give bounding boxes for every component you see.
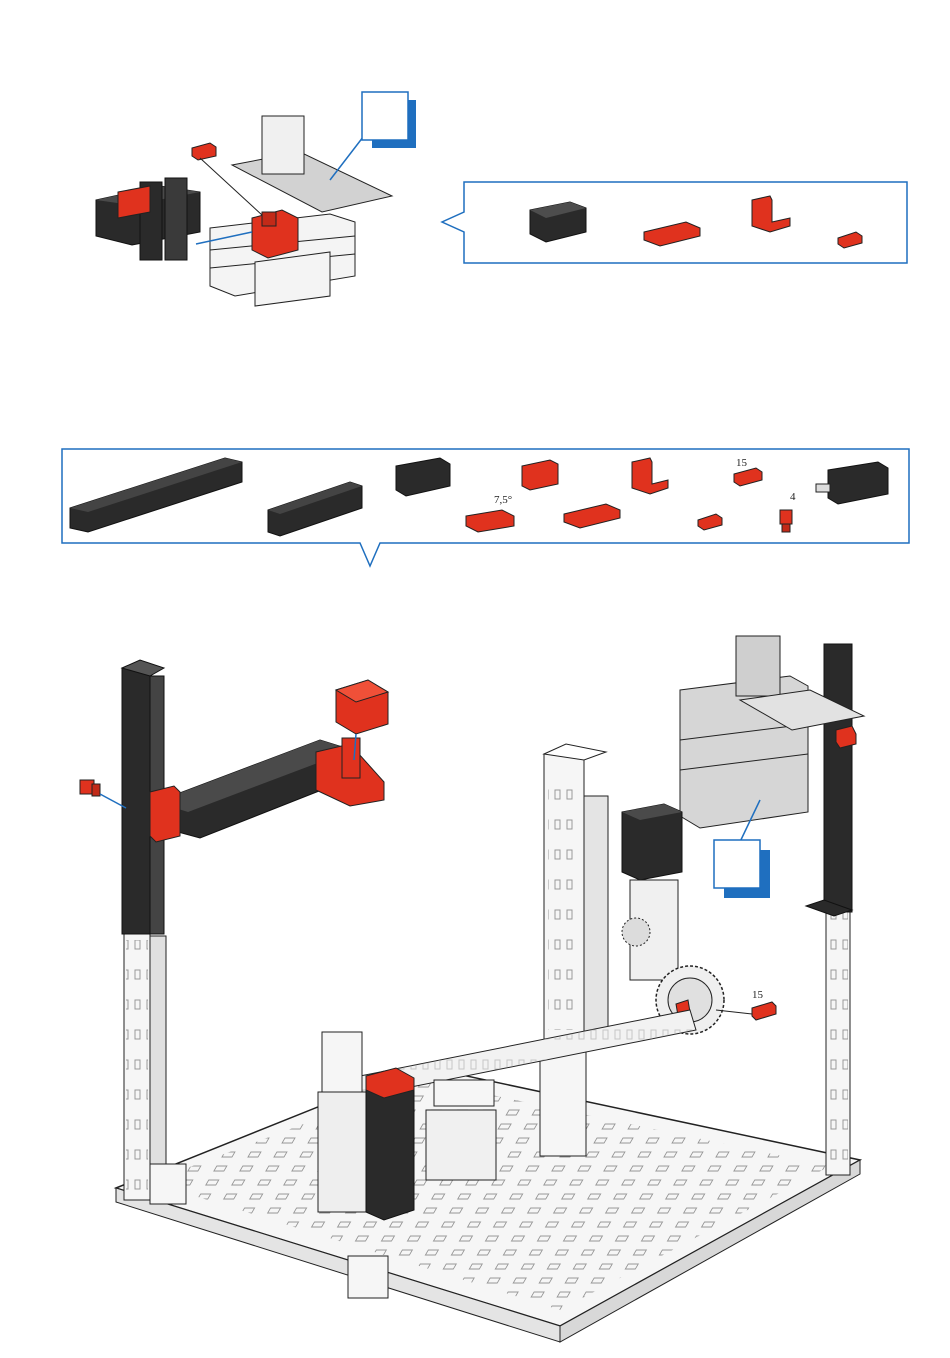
- top-sub-assembly: [96, 92, 416, 306]
- angle-label: 7,5°: [494, 494, 512, 506]
- red-lug-floating: [192, 143, 216, 160]
- count-label: 4: [790, 491, 796, 503]
- red-angle-bracket-installed: [252, 210, 298, 258]
- gray-panel: [262, 116, 304, 174]
- main-assembly: 15: [80, 636, 864, 1342]
- callout-length-label: 15: [752, 989, 764, 1001]
- black-post-with-red-cap: [366, 1068, 414, 1220]
- red-lug-15-floating: 15: [716, 989, 776, 1020]
- length-label: 15: [736, 457, 748, 469]
- blue-step-marker-top: [362, 92, 416, 148]
- parts-box-2: 15 7,5° 4: [62, 449, 909, 566]
- left-column: [122, 660, 166, 1200]
- black-horizontal-beam: [150, 738, 384, 842]
- central-tower: [540, 744, 608, 1156]
- parts-box-1: [442, 182, 907, 263]
- motor-block: [622, 804, 682, 980]
- red-building-block-15-hole: [522, 460, 558, 490]
- gray-building-plate: [232, 152, 392, 212]
- blue-step-marker-main: [714, 840, 770, 898]
- black-block-assembly: [96, 178, 200, 260]
- base-plate: [116, 1066, 860, 1342]
- red-clip-floating: [80, 780, 126, 808]
